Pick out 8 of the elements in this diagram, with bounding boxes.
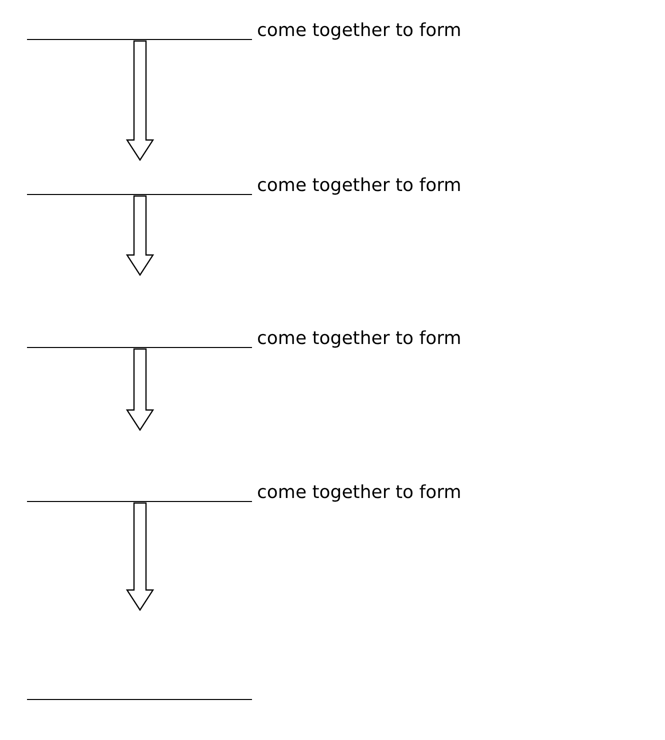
prompt-text: come together to form: [257, 328, 462, 350]
prompt-text: come together to form: [257, 175, 462, 197]
down-arrow: [126, 502, 154, 612]
down-arrow: [126, 348, 154, 432]
prompt-text: come together to form: [257, 20, 462, 42]
prompt-text: come together to form: [257, 482, 462, 504]
down-arrow: [126, 40, 154, 162]
down-arrow: [126, 195, 154, 276]
